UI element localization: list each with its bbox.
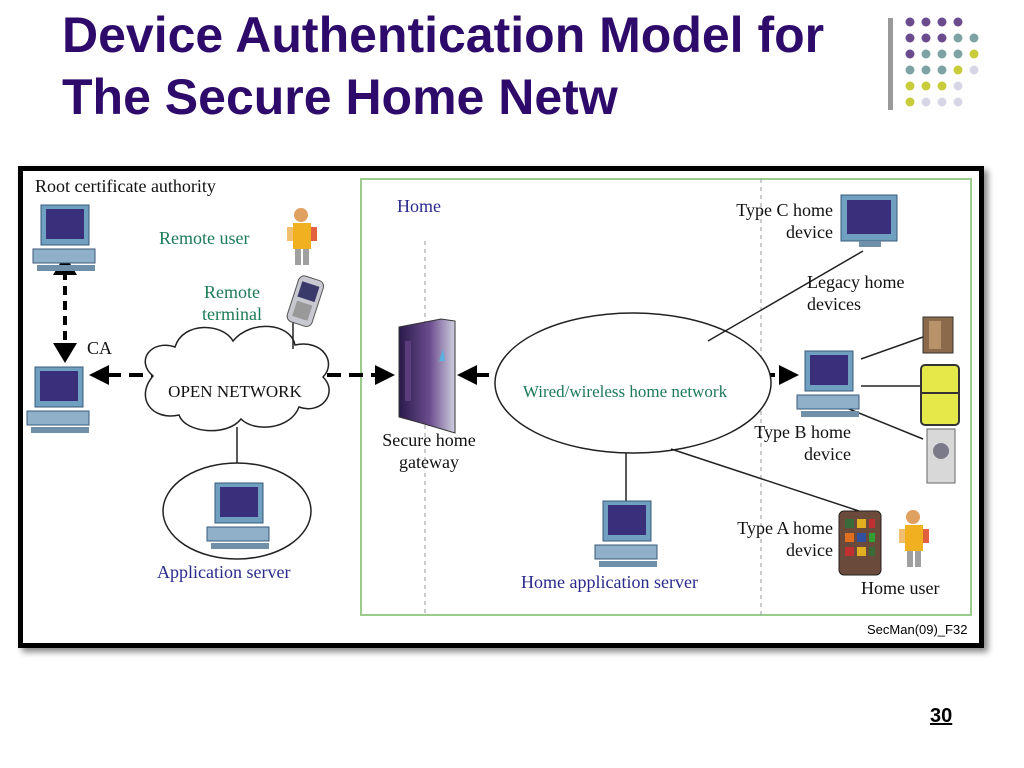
type-c-monitor — [840, 194, 898, 247]
home-application-server-computer — [594, 500, 658, 568]
type-a-label: Type A home device — [737, 518, 833, 560]
ca-computer — [26, 366, 90, 434]
root-ca-computer — [32, 204, 96, 272]
type-a-handheld-device — [838, 510, 882, 576]
ca-label: CA — [87, 338, 113, 358]
home-zone — [360, 178, 972, 616]
home-label: Home — [397, 196, 441, 216]
diagram-frame: Root certificate authority Remote user R… — [18, 166, 984, 648]
open-network-label: OPEN NETWORK — [168, 382, 302, 401]
application-server-label: Application server — [157, 562, 291, 582]
diagram-canvas — [26, 178, 972, 616]
slide-title: Device Authentication Model for The Secu… — [62, 7, 825, 125]
home-user-figure — [899, 510, 929, 567]
remote-user-figure — [287, 208, 317, 265]
root-ca-arrow — [53, 255, 77, 363]
home-network-ellipse — [494, 312, 772, 454]
legacy-door — [922, 316, 954, 354]
remote-terminal-label: Remote terminal — [202, 282, 262, 324]
type-b-label: Type B home device — [754, 422, 851, 464]
root-ca-label: Root certificate authority — [35, 176, 216, 196]
page-number: 30 — [930, 705, 953, 727]
secure-gateway-server — [398, 318, 456, 434]
home-network-label: Wired/wireless home network — [522, 382, 728, 401]
decorative-dot-grid — [905, 17, 979, 107]
remote-user-label: Remote user — [159, 228, 250, 248]
title-divider — [888, 18, 893, 110]
legacy-fridge — [920, 364, 960, 426]
secure-gateway-label: Secure home gateway — [382, 430, 476, 472]
legacy-camera — [926, 428, 956, 484]
legacy-label: Legacy home devices — [807, 272, 905, 314]
type-b-computer — [796, 350, 860, 418]
home-user-label: Home user — [861, 578, 940, 598]
figure-code: SecMan(09)_F32 — [867, 622, 968, 637]
home-app-server-label: Home application server — [521, 572, 698, 592]
application-server-computer — [206, 482, 270, 550]
type-c-label: Type C home device — [736, 200, 833, 242]
open-network-cloud — [144, 325, 330, 432]
remote-terminal-phone — [286, 275, 325, 327]
